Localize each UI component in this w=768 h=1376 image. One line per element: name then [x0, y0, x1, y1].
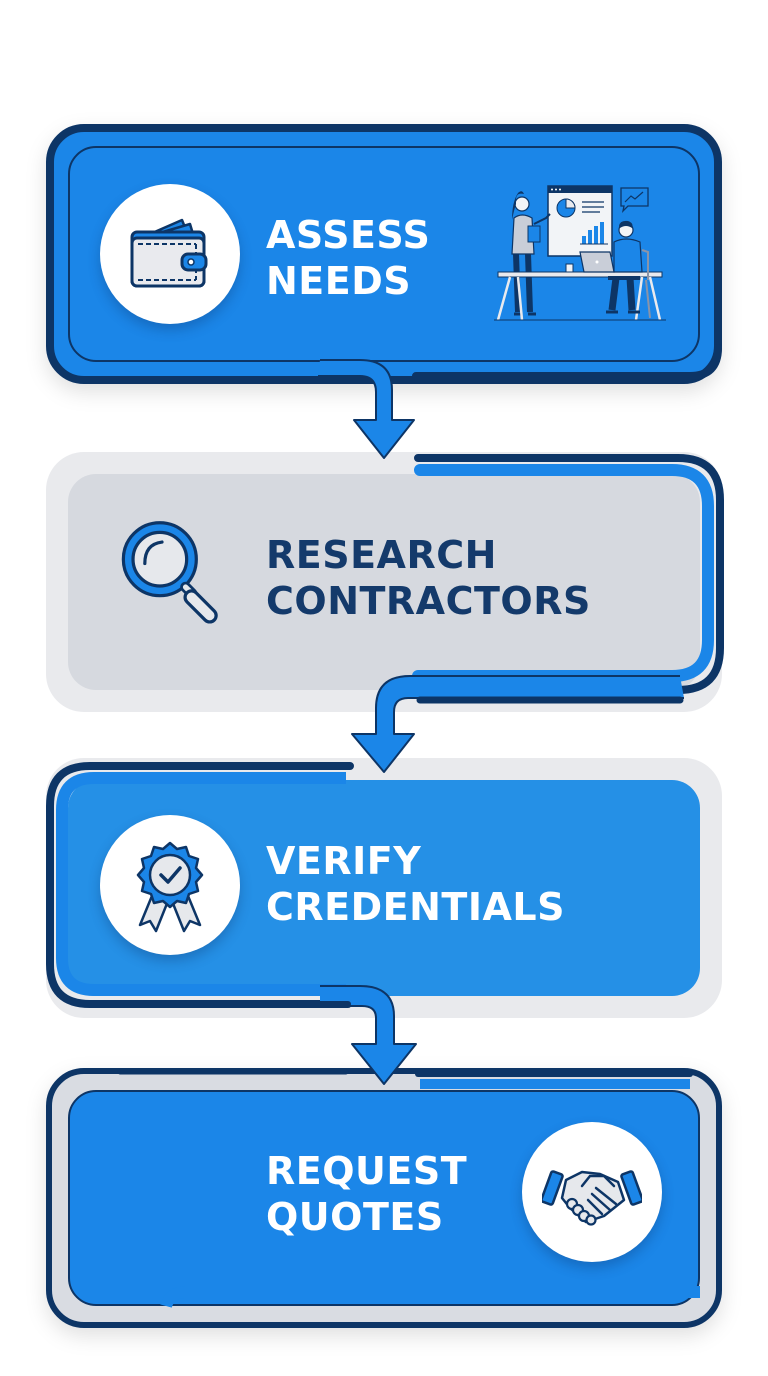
handshake-icon — [542, 1170, 642, 1226]
handshake-icon-badge — [522, 1122, 662, 1262]
step-title: ASSESS NEEDS — [266, 213, 431, 303]
wallet-icon — [130, 218, 208, 288]
magnifying-glass-icon — [121, 521, 218, 624]
step-verify-credentials: VERIFY CREDENTIALS — [46, 758, 722, 1018]
award-badge-icon — [136, 841, 204, 933]
team-meeting-illustration — [494, 185, 666, 321]
step-request-quotes: REQUEST QUOTES — [46, 1068, 722, 1328]
wallet-icon-badge — [100, 184, 240, 324]
step-title: VERIFY CREDENTIALS — [266, 839, 565, 929]
step-title: RESEARCH CONTRACTORS — [266, 533, 591, 623]
step-research-contractors: RESEARCH CONTRACTORS — [46, 452, 722, 712]
step-title: REQUEST QUOTES — [266, 1149, 468, 1239]
award-badge-icon-badge — [100, 815, 240, 955]
step-assess-needs: ASSESS NEEDS — [46, 124, 722, 384]
